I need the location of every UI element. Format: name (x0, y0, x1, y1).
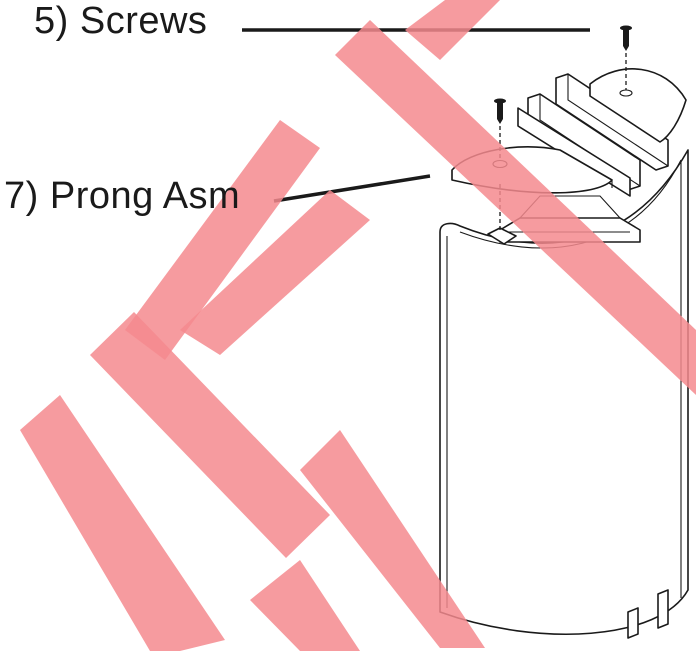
screw-right-icon (620, 25, 632, 51)
prong-asm-label: 7) Prong Asm (4, 175, 241, 217)
watermark (20, 0, 696, 651)
screws-label: 5) Screws (34, 0, 208, 42)
screw-left-icon (494, 98, 506, 124)
prong-leader-line (273, 174, 431, 203)
prong-plates (517, 73, 669, 197)
bottom-feet (627, 589, 669, 639)
rear-cap-plate (589, 68, 687, 143)
